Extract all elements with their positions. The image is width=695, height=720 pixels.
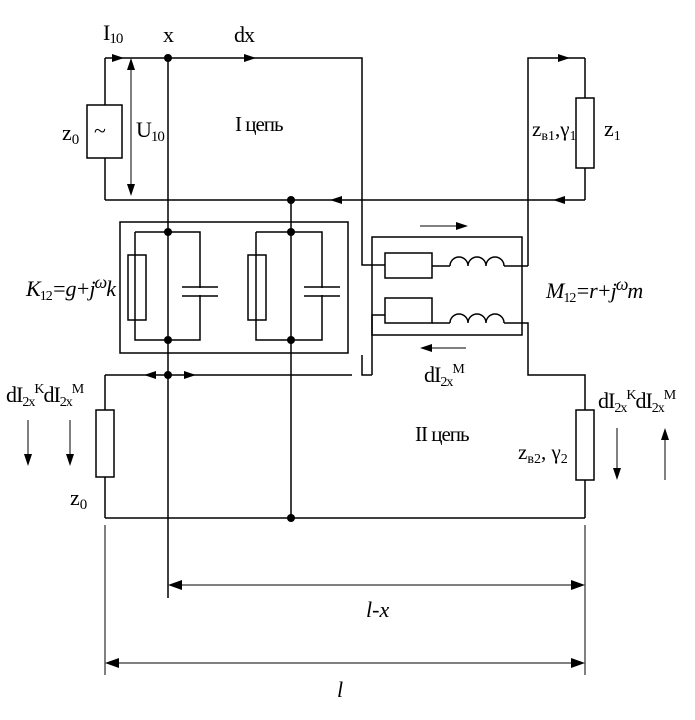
label-x: x — [163, 22, 174, 47]
label-dx: dx — [234, 22, 255, 47]
circuit-1-wires — [104, 57, 586, 266]
label-di-left: dI2xKdI2xM — [6, 382, 85, 410]
text-labels: I10 x dx z0 U10 I цепь zв1,γ1 z1 K12=g+j… — [6, 20, 678, 702]
label-z1: z1 — [604, 116, 621, 144]
label-di-mid: dI2xM — [424, 362, 465, 390]
k12-coupling-block — [119, 221, 349, 354]
circuit-2-wires — [104, 314, 586, 519]
label-circuit-1: I цепь — [235, 112, 283, 136]
junction-dots — [164, 54, 295, 522]
current-i10-arrows — [112, 54, 570, 62]
voltage-u10-arrow — [127, 58, 135, 196]
source-symbol: ~ — [94, 118, 106, 143]
load-zv2 — [575, 409, 595, 481]
section-x-line — [167, 58, 292, 598]
load-z1 — [575, 97, 595, 169]
label-u10: U10 — [136, 117, 164, 145]
label-m12: M12=r+jωm — [545, 274, 642, 306]
label-dim-lx: l-x — [366, 597, 389, 622]
label-circuit-2: II цепь — [415, 422, 469, 446]
load-z0-bottom — [95, 409, 115, 478]
label-zv1: zв1,γ1 — [532, 117, 576, 144]
label-dim-l: l — [337, 677, 343, 702]
di-arrows — [24, 420, 669, 480]
dimension-lines — [104, 525, 586, 675]
m12-coupling-block — [371, 222, 528, 352]
label-zv2: zв2, γ2 — [518, 440, 568, 467]
label-di-right: dI2xKdI2xM — [598, 388, 677, 416]
label-k12: K12=g+jωk — [25, 272, 117, 304]
label-z0-bottom: z0 — [70, 485, 87, 513]
source-generator: ~ — [86, 104, 123, 159]
label-i10: I10 — [103, 20, 123, 47]
label-z0-top: z0 — [62, 120, 79, 148]
return-current-arrows — [330, 196, 565, 204]
